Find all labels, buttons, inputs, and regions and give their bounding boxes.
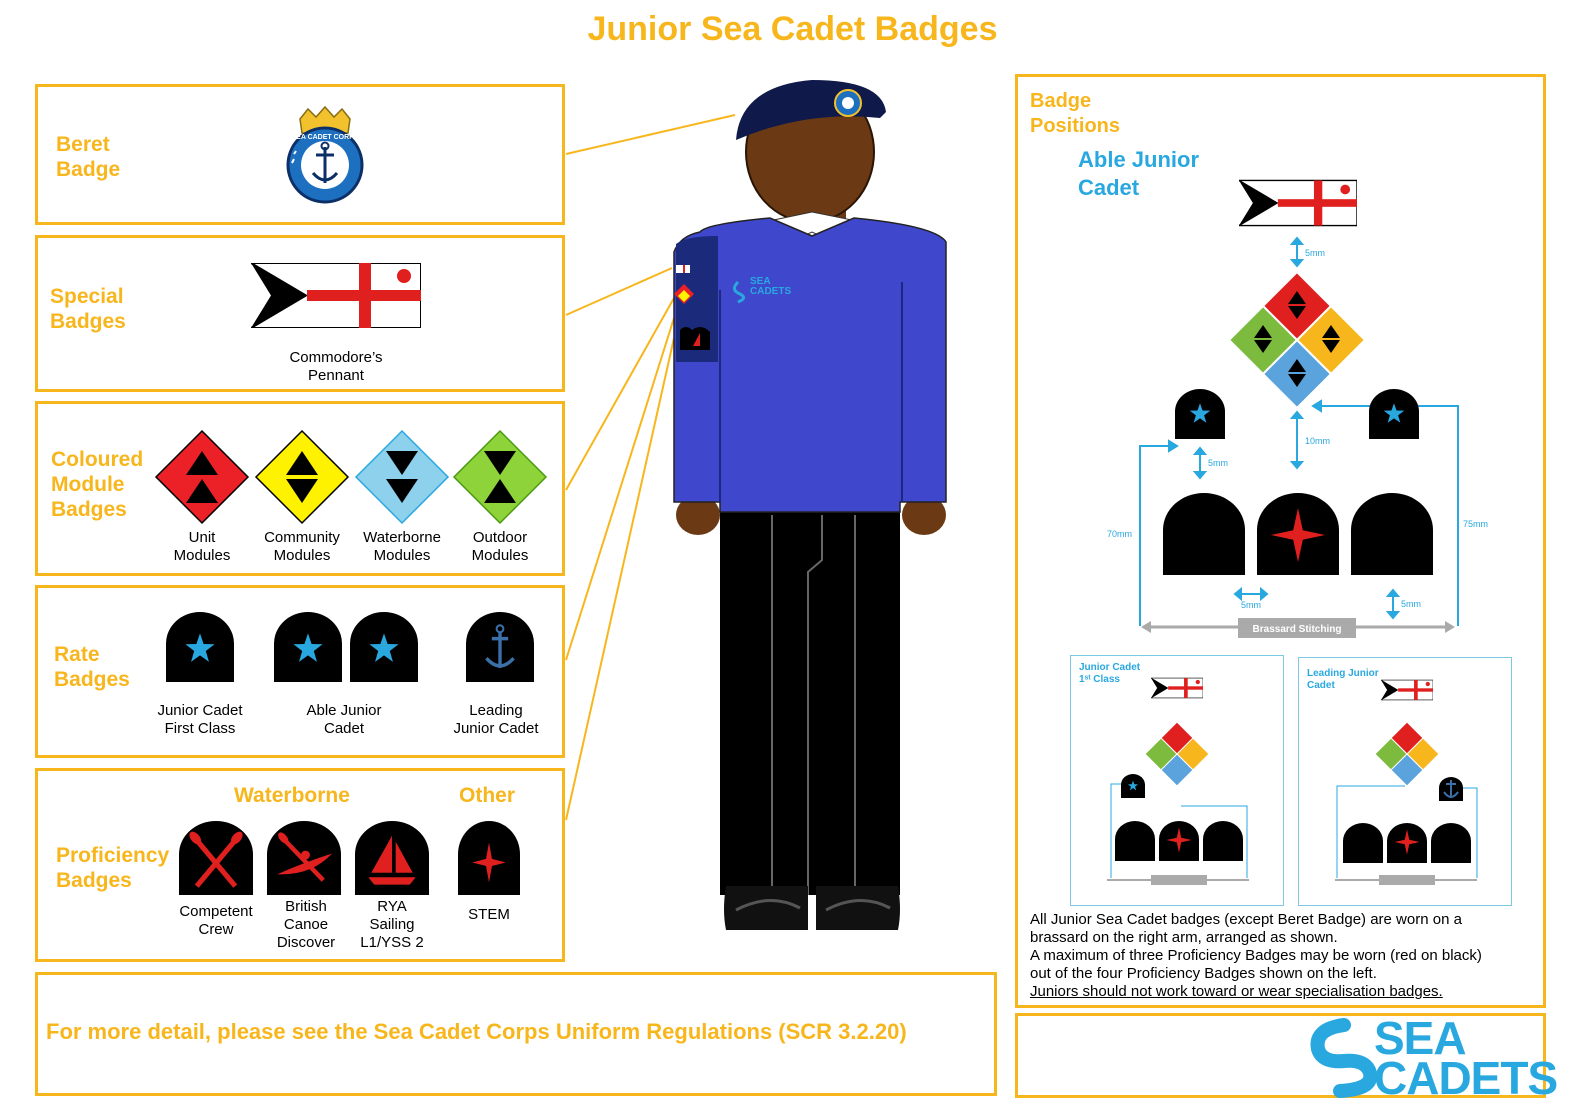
leader-lines bbox=[565, 114, 736, 821]
able-junior-cadet-subtitle: Able Junior Cadet bbox=[1078, 147, 1200, 200]
coloured-module-badges-section: Coloured Module Badges Unit Modules Comm… bbox=[35, 401, 565, 576]
note-line-3: A maximum of three Proficiency Badges ma… bbox=[1030, 947, 1482, 964]
british-canoe-discover-caption: British Canoe Discover bbox=[276, 898, 336, 951]
other-heading: Other bbox=[459, 784, 516, 807]
commodores-pennant-caption: Commodore’s Pennant bbox=[289, 349, 383, 384]
leading-junior-cadet-caption: Leading Junior Cadet bbox=[453, 702, 539, 737]
note-line-1: All Junior Sea Cadet badges (except Bere… bbox=[1030, 911, 1462, 928]
rate-badges-section: Rate Badges Junior Cadet First Class Abl… bbox=[35, 585, 565, 758]
badge-positions-title: Badge Positions bbox=[1030, 90, 1121, 137]
leading-junior-cadet-mini-diagram: Leading Junior Cadet bbox=[1298, 657, 1512, 906]
left-height-label: 70mm bbox=[1107, 529, 1132, 539]
note-line-4: out of the four Proficiency Badges shown… bbox=[1030, 965, 1377, 982]
junior-cadet-first-class-badge-icon bbox=[166, 612, 234, 682]
beret-badge-label: Beret Badge bbox=[56, 133, 121, 181]
leading-junior-cadet-anchor-badge-icon bbox=[466, 612, 534, 682]
special-badges-label: Special Badges bbox=[50, 285, 126, 333]
badge-gap-label: 5mm bbox=[1241, 600, 1261, 610]
able-junior-cadet-badge-2-icon bbox=[350, 612, 418, 682]
competent-crew-caption: Competent Crew bbox=[179, 903, 253, 938]
proficiency-badges-section: Proficiency Badges Waterborne Other Comp… bbox=[35, 768, 565, 962]
community-modules-badge-icon bbox=[254, 429, 350, 525]
able-junior-cadet-layout-diagram: Brassard Stitching 5mm 10mm 5mm 70mm 75m… bbox=[1107, 179, 1488, 638]
sea-cadet-corps-crest-icon: SEA CADET CORPS bbox=[286, 105, 364, 204]
brassard-stitching-label: Brassard Stitching bbox=[1253, 624, 1342, 635]
sea-cadets-logo-box: SEA CADETS bbox=[1015, 1013, 1558, 1101]
crossed-oars-icon bbox=[179, 821, 253, 895]
junior-cadet-first-class-mini-diagram: Junior Cadet 1ˢᵗ Class bbox=[1070, 655, 1284, 906]
able-junior-cadet-caption: Able Junior Cadet bbox=[306, 702, 382, 737]
leading-junior-cadet-mini-title: Leading Junior Cadet bbox=[1307, 668, 1379, 691]
right-height-label: 75mm bbox=[1463, 519, 1488, 529]
note-line-5: Juniors should not work toward or wear s… bbox=[1030, 983, 1443, 1001]
waterborne-heading: Waterborne bbox=[234, 784, 350, 807]
special-badges-section: Special Badges Commodore’s Pennant bbox=[35, 235, 565, 392]
footer-detail-text: For more detail, please see the Sea Cade… bbox=[46, 1019, 907, 1044]
badge-positions-section: Badge Positions Able Junior Cadet bbox=[1015, 74, 1546, 1008]
rya-sailing-caption: RYA Sailing L1/YSS 2 bbox=[360, 898, 424, 951]
sailboat-icon bbox=[355, 821, 429, 895]
commodores-pennant-icon bbox=[251, 263, 421, 328]
unit-modules-badge-icon bbox=[154, 429, 250, 525]
sea-cadets-wave-icon bbox=[1310, 1018, 1378, 1098]
community-modules-caption: Community Modules bbox=[264, 529, 340, 564]
unit-modules-caption: Unit Modules bbox=[173, 529, 231, 564]
proficiency-badges-label: Proficiency Badges bbox=[56, 844, 170, 892]
footer-detail-box: For more detail, please see the Sea Cade… bbox=[35, 972, 997, 1096]
bottom-gap-label: 5mm bbox=[1401, 599, 1421, 609]
outdoor-modules-caption: Outdoor Modules bbox=[471, 529, 529, 564]
rate-gap-label: 5mm bbox=[1208, 458, 1228, 468]
crest-text: SEA CADET CORPS bbox=[291, 134, 358, 141]
coloured-module-badges-label: Coloured Module Badges bbox=[51, 448, 144, 521]
waterborne-modules-caption: Waterborne Modules bbox=[363, 529, 441, 564]
outdoor-modules-badge-icon bbox=[452, 429, 548, 525]
stem-red-star-icon bbox=[458, 821, 520, 895]
note-line-5-text: Juniors should not work toward or wear s… bbox=[1030, 983, 1443, 1000]
able-junior-cadet-badge-1-icon bbox=[274, 612, 342, 682]
junior-cadet-first-class-mini-title: Junior Cadet 1ˢᵗ Class bbox=[1079, 662, 1141, 685]
sweater-logo-text: SEA CADETS bbox=[750, 276, 792, 297]
kayak-icon bbox=[267, 821, 341, 895]
page-title: Junior Sea Cadet Badges bbox=[587, 10, 998, 48]
waterborne-modules-badge-icon bbox=[354, 429, 450, 525]
note-line-2: brassard on the right arm, arranged as s… bbox=[1030, 929, 1338, 946]
junior-cadet-first-class-caption: Junior Cadet First Class bbox=[157, 702, 243, 737]
rate-badges-label: Rate Badges bbox=[54, 643, 130, 691]
beret-badge-section: Beret Badge SEA CADET CORPS bbox=[35, 84, 565, 225]
module-gap-label: 10mm bbox=[1305, 436, 1330, 446]
stem-caption: STEM bbox=[468, 906, 510, 923]
pennant-gap-label: 5mm bbox=[1305, 248, 1325, 258]
sea-cadets-logo-text: SEA CADETS bbox=[1374, 1012, 1558, 1104]
